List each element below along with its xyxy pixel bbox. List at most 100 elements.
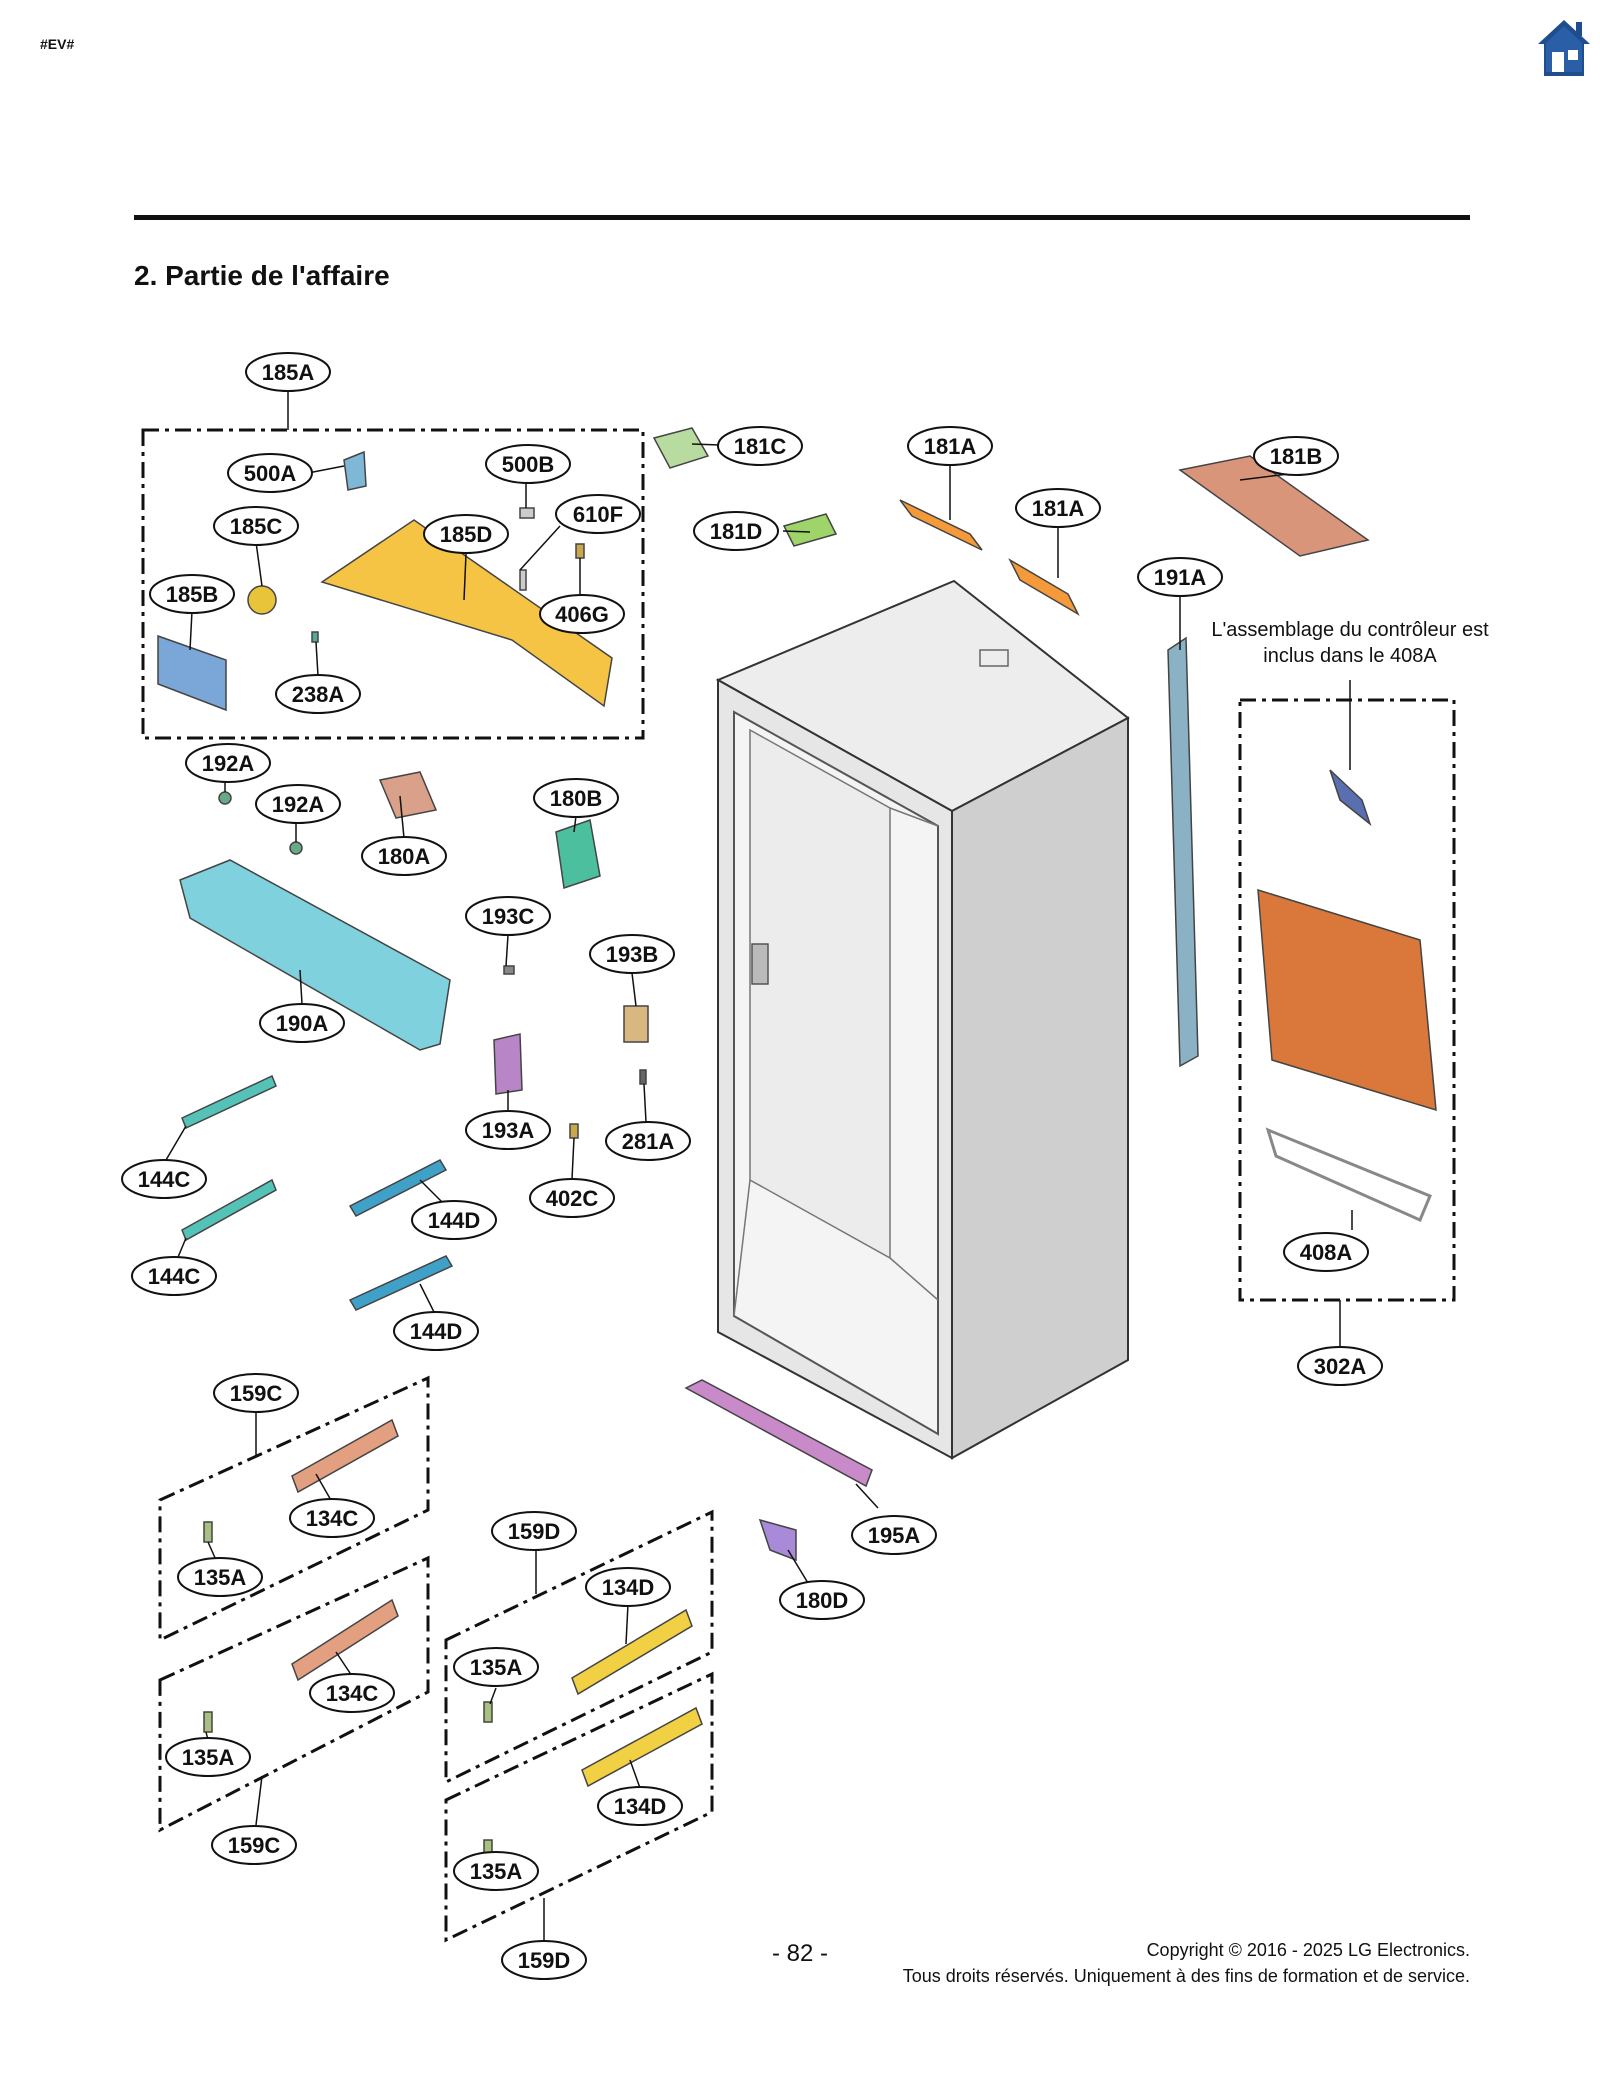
group-302A-outline xyxy=(1238,698,1456,1302)
part-192A-left xyxy=(218,791,232,805)
callout-159C-lower: 159C xyxy=(211,1825,297,1865)
callout-185C: 185C xyxy=(213,506,299,546)
callout-180D: 180D xyxy=(779,1580,865,1620)
callout-144C-lower: 144C xyxy=(131,1256,217,1296)
part-185C xyxy=(247,585,277,615)
callouts: 185A 500A 500B 185C 610F 185D 185B 406G … xyxy=(121,352,1383,1980)
part-134D-lower xyxy=(581,1706,703,1788)
group-159C-lower-outline xyxy=(158,1555,430,1833)
refrigerator-cabinet xyxy=(715,579,1130,1460)
callout-159D-upper: 159D xyxy=(491,1511,577,1551)
svg-text:159D: 159D xyxy=(508,1519,561,1544)
part-144D-upper xyxy=(348,1159,448,1217)
part-135A-3 xyxy=(483,1701,493,1723)
svg-text:185D: 185D xyxy=(440,522,493,547)
svg-text:185B: 185B xyxy=(166,582,219,607)
svg-text:238A: 238A xyxy=(292,682,345,707)
home-button[interactable] xyxy=(1536,16,1592,80)
home-icon xyxy=(1538,20,1590,76)
svg-text:135A: 135A xyxy=(470,1859,523,1884)
part-402C xyxy=(569,1123,579,1139)
part-144D-lower xyxy=(348,1255,454,1311)
callout-144D-upper: 144D xyxy=(411,1200,497,1240)
callout-192A-right: 192A xyxy=(255,784,341,824)
callout-135A-4: 135A xyxy=(453,1851,539,1891)
svg-text:135A: 135A xyxy=(194,1565,247,1590)
callout-144C-upper: 144C xyxy=(121,1159,207,1199)
part-185D xyxy=(320,519,613,708)
callout-134C-lower: 134C xyxy=(309,1673,395,1713)
callout-192A-left: 192A xyxy=(185,743,271,783)
callout-406G: 406G xyxy=(539,594,625,634)
svg-text:195A: 195A xyxy=(868,1523,921,1548)
callout-193C: 193C xyxy=(465,896,551,936)
part-181A-lower xyxy=(1008,558,1080,616)
part-281A xyxy=(639,1069,647,1085)
svg-text:193A: 193A xyxy=(482,1118,535,1143)
svg-text:181D: 181D xyxy=(710,519,763,544)
part-181D xyxy=(782,513,838,547)
part-408A xyxy=(1265,1127,1432,1222)
callout-134D-upper: 134D xyxy=(585,1567,671,1607)
callout-181C: 181C xyxy=(717,426,803,466)
svg-text:192A: 192A xyxy=(202,751,255,776)
group-159D-upper-outline xyxy=(444,1509,714,1785)
svg-text:191A: 191A xyxy=(1154,565,1207,590)
callout-134C-upper: 134C xyxy=(289,1498,375,1538)
svg-text:144C: 144C xyxy=(148,1264,201,1289)
callout-180B: 180B xyxy=(533,778,619,818)
part-180D xyxy=(758,1518,797,1562)
svg-text:193B: 193B xyxy=(606,942,659,967)
svg-text:181C: 181C xyxy=(734,434,787,459)
svg-text:302A: 302A xyxy=(1314,1354,1367,1379)
svg-text:185A: 185A xyxy=(262,360,315,385)
svg-text:134C: 134C xyxy=(306,1506,359,1531)
callout-180A: 180A xyxy=(361,836,447,876)
part-610F xyxy=(519,569,527,591)
callout-191A: 191A xyxy=(1137,557,1223,597)
part-192A-right xyxy=(289,841,303,855)
section-title: 2. Partie de l'affaire xyxy=(134,260,390,291)
svg-text:180B: 180B xyxy=(550,786,603,811)
part-evaporator xyxy=(1257,888,1437,1112)
group-outlines xyxy=(141,428,1456,1943)
rights-line: Tous droits réservés. Uniquement à des f… xyxy=(902,1966,1470,1986)
callout-181A-upper: 181A xyxy=(907,426,993,466)
part-185B xyxy=(157,634,227,712)
svg-text:402C: 402C xyxy=(546,1186,599,1211)
svg-text:159C: 159C xyxy=(228,1833,281,1858)
svg-text:181A: 181A xyxy=(924,434,977,459)
svg-text:181A: 181A xyxy=(1032,496,1085,521)
svg-text:134D: 134D xyxy=(614,1794,667,1819)
part-193C xyxy=(503,965,515,975)
callout-195A: 195A xyxy=(851,1515,937,1555)
part-500B xyxy=(519,507,535,519)
part-134C-lower xyxy=(291,1598,399,1682)
svg-text:135A: 135A xyxy=(182,1745,235,1770)
part-135A-2 xyxy=(203,1711,213,1733)
callout-135A-3: 135A xyxy=(453,1647,539,1687)
svg-text:500B: 500B xyxy=(502,452,555,477)
svg-text:144C: 144C xyxy=(138,1167,191,1192)
part-191A xyxy=(1167,636,1199,1068)
callout-135A-2: 135A xyxy=(165,1737,251,1777)
part-135A-1 xyxy=(203,1521,213,1543)
svg-text:159D: 159D xyxy=(518,1948,571,1973)
callout-185D: 185D xyxy=(423,514,509,554)
callout-402C: 402C xyxy=(529,1178,615,1218)
callout-185B: 185B xyxy=(149,574,235,614)
svg-text:134C: 134C xyxy=(326,1681,379,1706)
part-144C-upper xyxy=(181,1074,277,1130)
svg-text:134D: 134D xyxy=(602,1575,655,1600)
part-controller-wire xyxy=(1329,769,1372,827)
callout-159D-lower: 159D xyxy=(501,1940,587,1980)
page-number: - 82 - xyxy=(771,1940,828,1967)
part-144C-lower xyxy=(181,1178,277,1242)
svg-text:180A: 180A xyxy=(378,844,431,869)
part-238A xyxy=(311,631,319,643)
callout-181D: 181D xyxy=(693,511,779,551)
callout-185A: 185A xyxy=(245,352,331,392)
svg-text:135A: 135A xyxy=(470,1655,523,1680)
copyright-line: Copyright © 2016 - 2025 LG Electronics. xyxy=(1146,1940,1470,1960)
svg-text:180D: 180D xyxy=(796,1588,849,1613)
